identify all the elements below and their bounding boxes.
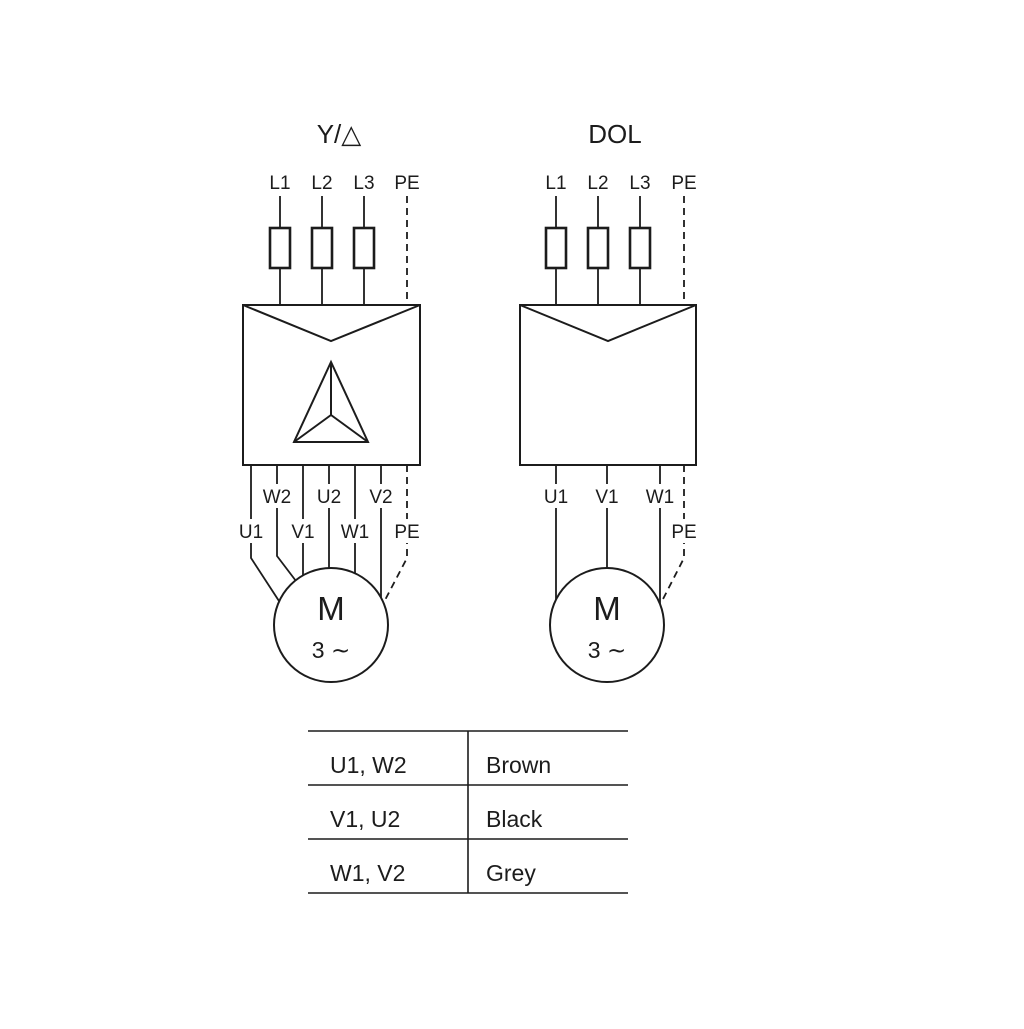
terminal-label-u2: U2 — [317, 487, 341, 508]
fuse-l1 — [544, 226, 568, 270]
label-backdrop — [259, 484, 295, 508]
supply-label-l1: L1 — [269, 173, 290, 194]
delta-spoke — [330, 414, 369, 443]
supply-label-l3: L3 — [629, 173, 650, 194]
label-backdrop — [589, 484, 625, 508]
terminal-label-pe: PE — [671, 522, 696, 543]
label-backdrop — [666, 519, 702, 543]
box-chevron — [519, 304, 697, 343]
label-backdrop — [311, 484, 347, 508]
table-cell-color: Grey — [486, 860, 536, 886]
label-backdrop — [337, 519, 373, 543]
supply-label-l2: L2 — [587, 173, 608, 194]
star-delta-title: Y/△ — [317, 119, 362, 149]
motor-letter: M — [593, 590, 621, 627]
lead-pe-dashed — [383, 465, 408, 603]
supply-label-l3: L3 — [353, 173, 374, 194]
terminal-label-v2: V2 — [369, 487, 392, 508]
box-chevron — [242, 304, 421, 343]
label-backdrop — [363, 484, 399, 508]
starter-box — [519, 304, 697, 466]
dol-title: DOL — [588, 119, 641, 149]
label-backdrop — [538, 484, 574, 508]
starter-box — [242, 304, 421, 466]
star-delta-diagram: Y/△ L1 L2 L3 PE W2 U — [233, 119, 425, 683]
table-cell-color: Brown — [486, 752, 551, 778]
terminal-label-w1: W1 — [646, 487, 675, 508]
motor-phase: 3 ∼ — [312, 637, 350, 663]
label-backdrop — [642, 484, 678, 508]
label-backdrop — [389, 519, 425, 543]
fuse-l1 — [268, 226, 292, 270]
supply-label-pe: PE — [394, 173, 419, 194]
terminal-label-v1: V1 — [291, 522, 314, 543]
lead-u1 — [250, 465, 280, 602]
motor-circle — [549, 567, 665, 683]
terminal-label-u1: U1 — [239, 522, 263, 543]
label-backdrop — [285, 519, 321, 543]
supply-label-l2: L2 — [311, 173, 332, 194]
fuse-l3 — [628, 226, 652, 270]
motor-circle — [273, 567, 389, 683]
terminal-label-w1: W1 — [341, 522, 370, 543]
table-cell-terminals: U1, W2 — [330, 752, 407, 778]
delta-symbol — [292, 359, 370, 443]
fuse-l3 — [352, 226, 376, 270]
terminal-label-v1: V1 — [595, 487, 618, 508]
terminal-label-u1: U1 — [544, 487, 568, 508]
fuse-l2 — [586, 226, 610, 270]
delta-triangle — [292, 359, 370, 443]
supply-label-l1: L1 — [545, 173, 566, 194]
delta-spoke — [293, 414, 332, 443]
lead-pe-dashed — [660, 465, 685, 604]
supply-label-pe: PE — [671, 173, 696, 194]
table-cell-terminals: V1, U2 — [330, 806, 400, 832]
motor-phase: 3 ∼ — [588, 637, 626, 663]
terminal-label-pe: PE — [394, 522, 419, 543]
motor-letter: M — [317, 590, 345, 627]
dol-diagram: DOL L1 L2 L3 PE U1 V1 W1 PE M 3 ∼ — [519, 119, 702, 683]
color-code-table: U1, W2 Brown V1, U2 Black W1, V2 Grey — [308, 730, 628, 894]
fuse-l2 — [310, 226, 334, 270]
label-backdrop — [233, 519, 269, 543]
table-cell-terminals: W1, V2 — [330, 860, 405, 886]
table-cell-color: Black — [486, 806, 543, 832]
terminal-label-w2: W2 — [263, 487, 292, 508]
